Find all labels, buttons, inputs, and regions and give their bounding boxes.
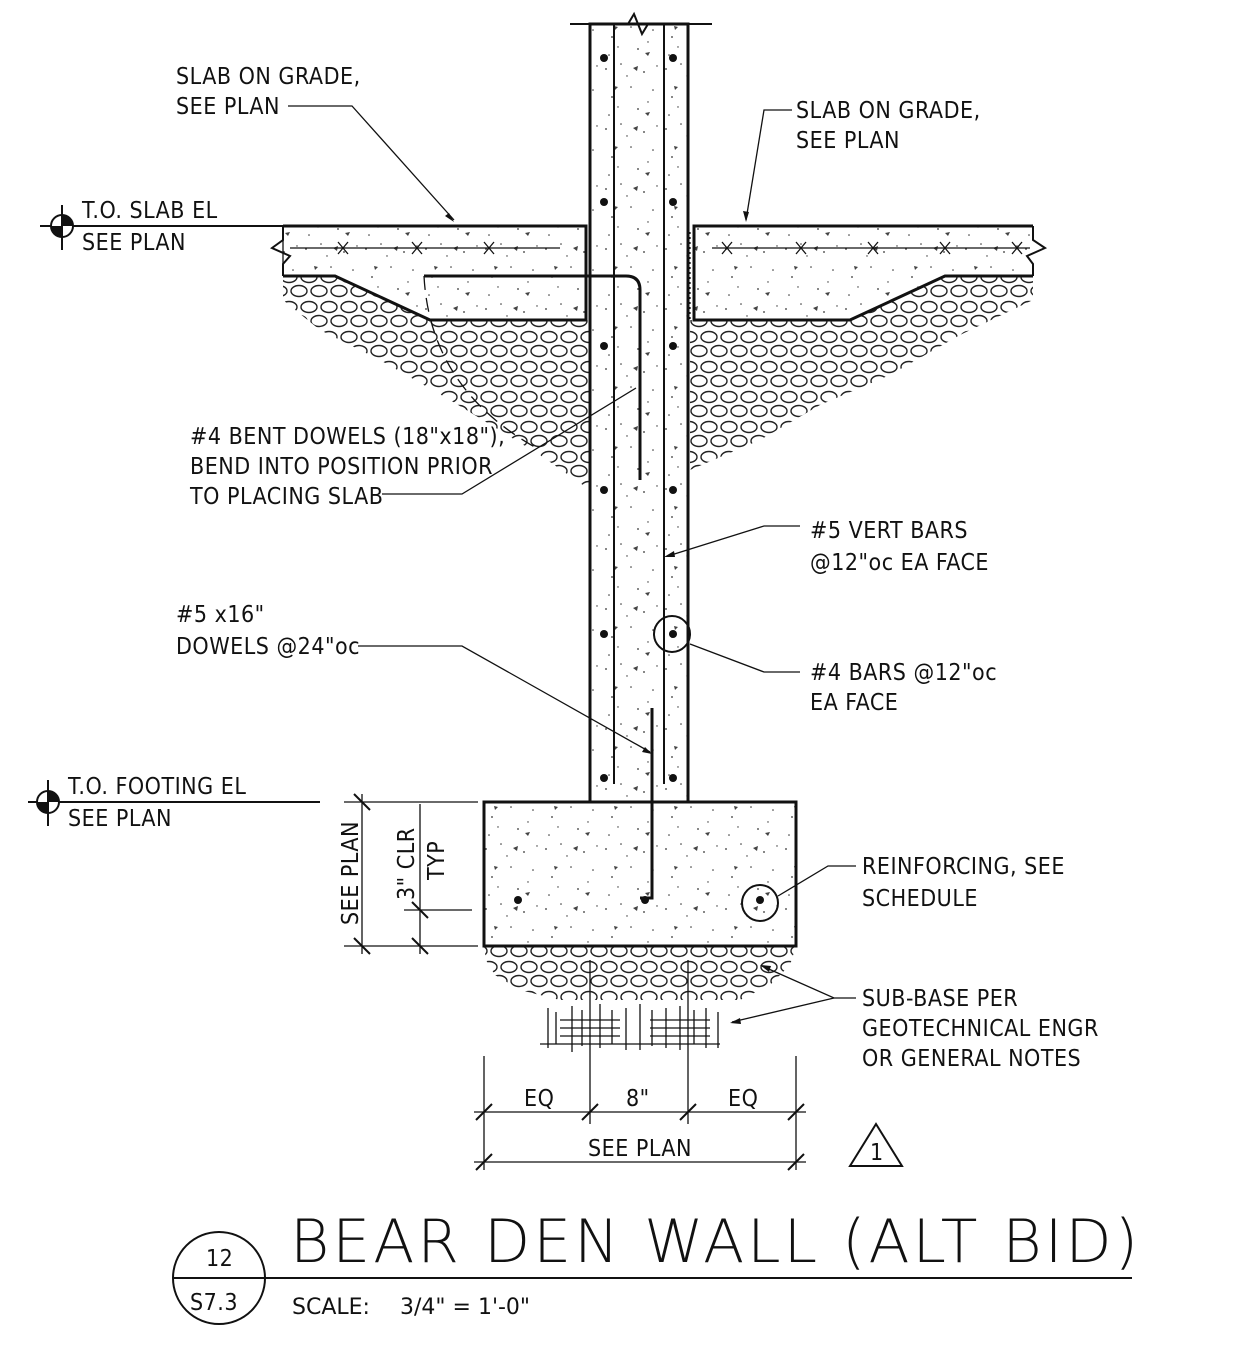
detail-number: 12 [206, 1246, 233, 1272]
gravel-under-footing [484, 946, 796, 1000]
callout-dowels: #5 x16" DOWELS @24"oc [176, 602, 652, 754]
wall-break-symbol [570, 11, 712, 37]
callout-horizontal-bars: #4 BARS @12"oc EA FACE [689, 643, 997, 716]
dimension-footing-width: SEE PLAN [588, 1136, 692, 1162]
callout-sub-base-line3: OR GENERAL NOTES [862, 1046, 1081, 1072]
callout-slab-left: SLAB ON GRADE, SEE PLAN [176, 64, 455, 222]
dimension-wall-thickness: 8" [626, 1086, 650, 1112]
dimension-clear-cover-value: 3" CLR [394, 827, 420, 900]
callout-slab-right: SLAB ON GRADE, SEE PLAN [743, 98, 981, 222]
revision-delta: 1 [848, 1122, 904, 1167]
footing-bar-highlight [741, 884, 779, 922]
horizontal-bar-dots [514, 54, 764, 904]
horizontal-bar-highlight [653, 615, 691, 653]
dimension-left-offset: EQ [524, 1086, 554, 1112]
callout-bent-dowels-line2: BEND INTO POSITION PRIOR [190, 454, 493, 480]
dimension-footing-depth-label: SEE PLAN [338, 821, 364, 925]
dimension-clear-cover: 3" CLR TYP [394, 804, 472, 955]
scale-value: 3/4" = 1'-0" [400, 1295, 530, 1320]
dimension-footing-depth: SEE PLAN [338, 793, 478, 955]
callout-vert-bars-line2: @12"oc EA FACE [810, 550, 989, 576]
slab-elevation-line2: SEE PLAN [82, 230, 186, 256]
detail-title: BEAR DEN WALL (ALT BID) [290, 1207, 1141, 1277]
bent-dowel [424, 274, 642, 480]
revision-delta-number: 1 [870, 1140, 884, 1166]
callout-slab-left-line1: SLAB ON GRADE, [176, 64, 361, 90]
callout-sub-base-line1: SUB-BASE PER [862, 986, 1018, 1012]
callout-horizontal-bars-line1: #4 BARS @12"oc [810, 660, 997, 686]
callout-bent-dowels: #4 BENT DOWELS (18"x18"), BEND INTO POSI… [189, 387, 637, 510]
bent-dowel-swing-path [423, 275, 541, 451]
slab-right [692, 224, 1033, 322]
slab-left [283, 224, 588, 322]
footing-elevation-line1: T.O. FOOTING EL [67, 774, 246, 800]
callout-vert-bars-line1: #5 VERT BARS [810, 518, 968, 544]
callout-dowels-line1: #5 x16" [176, 602, 265, 628]
callout-slab-right-line2: SEE PLAN [796, 128, 900, 154]
callout-reinforcing-line2: SCHEDULE [862, 886, 978, 912]
gravel-under-left-slab [283, 276, 590, 490]
subgrade-soil-hatch [540, 1004, 720, 1052]
callout-sub-base-line2: GEOTECHNICAL ENGR [862, 1016, 1099, 1042]
wire-mesh-marks [337, 241, 1023, 255]
dimension-clear-cover-typ: TYP [424, 841, 450, 881]
dimension-right-offset: EQ [728, 1086, 758, 1112]
wall [588, 22, 690, 804]
callout-slab-left-line2: SEE PLAN [176, 94, 280, 120]
callout-dowels-line2: DOWELS @24"oc [176, 634, 360, 660]
footing-elevation-marker: T.O. FOOTING EL SEE PLAN [28, 774, 320, 832]
detail-title-block: 12 S7.3 BEAR DEN WALL (ALT BID) SCALE: 3… [172, 1207, 1141, 1325]
footing-elevation-line2: SEE PLAN [68, 806, 172, 832]
dimension-bottom-string: EQ 8" EQ SEE PLAN [474, 960, 806, 1171]
detail-sheet: S7.3 [190, 1290, 238, 1316]
callout-sub-base: SUB-BASE PER GEOTECHNICAL ENGR OR GENERA… [730, 965, 1099, 1072]
callout-reinforcing: REINFORCING, SEE SCHEDULE [777, 854, 1065, 912]
gravel-under-right-slab [690, 276, 1033, 470]
scale-label: SCALE: [292, 1295, 370, 1320]
slab-elevation-line1: T.O. SLAB EL [81, 198, 218, 224]
callout-reinforcing-line1: REINFORCING, SEE [862, 854, 1065, 880]
slab-elevation-marker: T.O. SLAB EL SEE PLAN [40, 198, 283, 256]
callout-bent-dowels-line3: TO PLACING SLAB [189, 484, 383, 510]
footing [482, 800, 798, 948]
callout-bent-dowels-line1: #4 BENT DOWELS (18"x18"), [190, 424, 505, 450]
callout-vert-bars: #5 VERT BARS @12"oc EA FACE [664, 518, 989, 576]
callout-horizontal-bars-line2: EA FACE [810, 690, 898, 716]
callout-slab-right-line1: SLAB ON GRADE, [796, 98, 981, 124]
footing-dowel [640, 708, 654, 900]
